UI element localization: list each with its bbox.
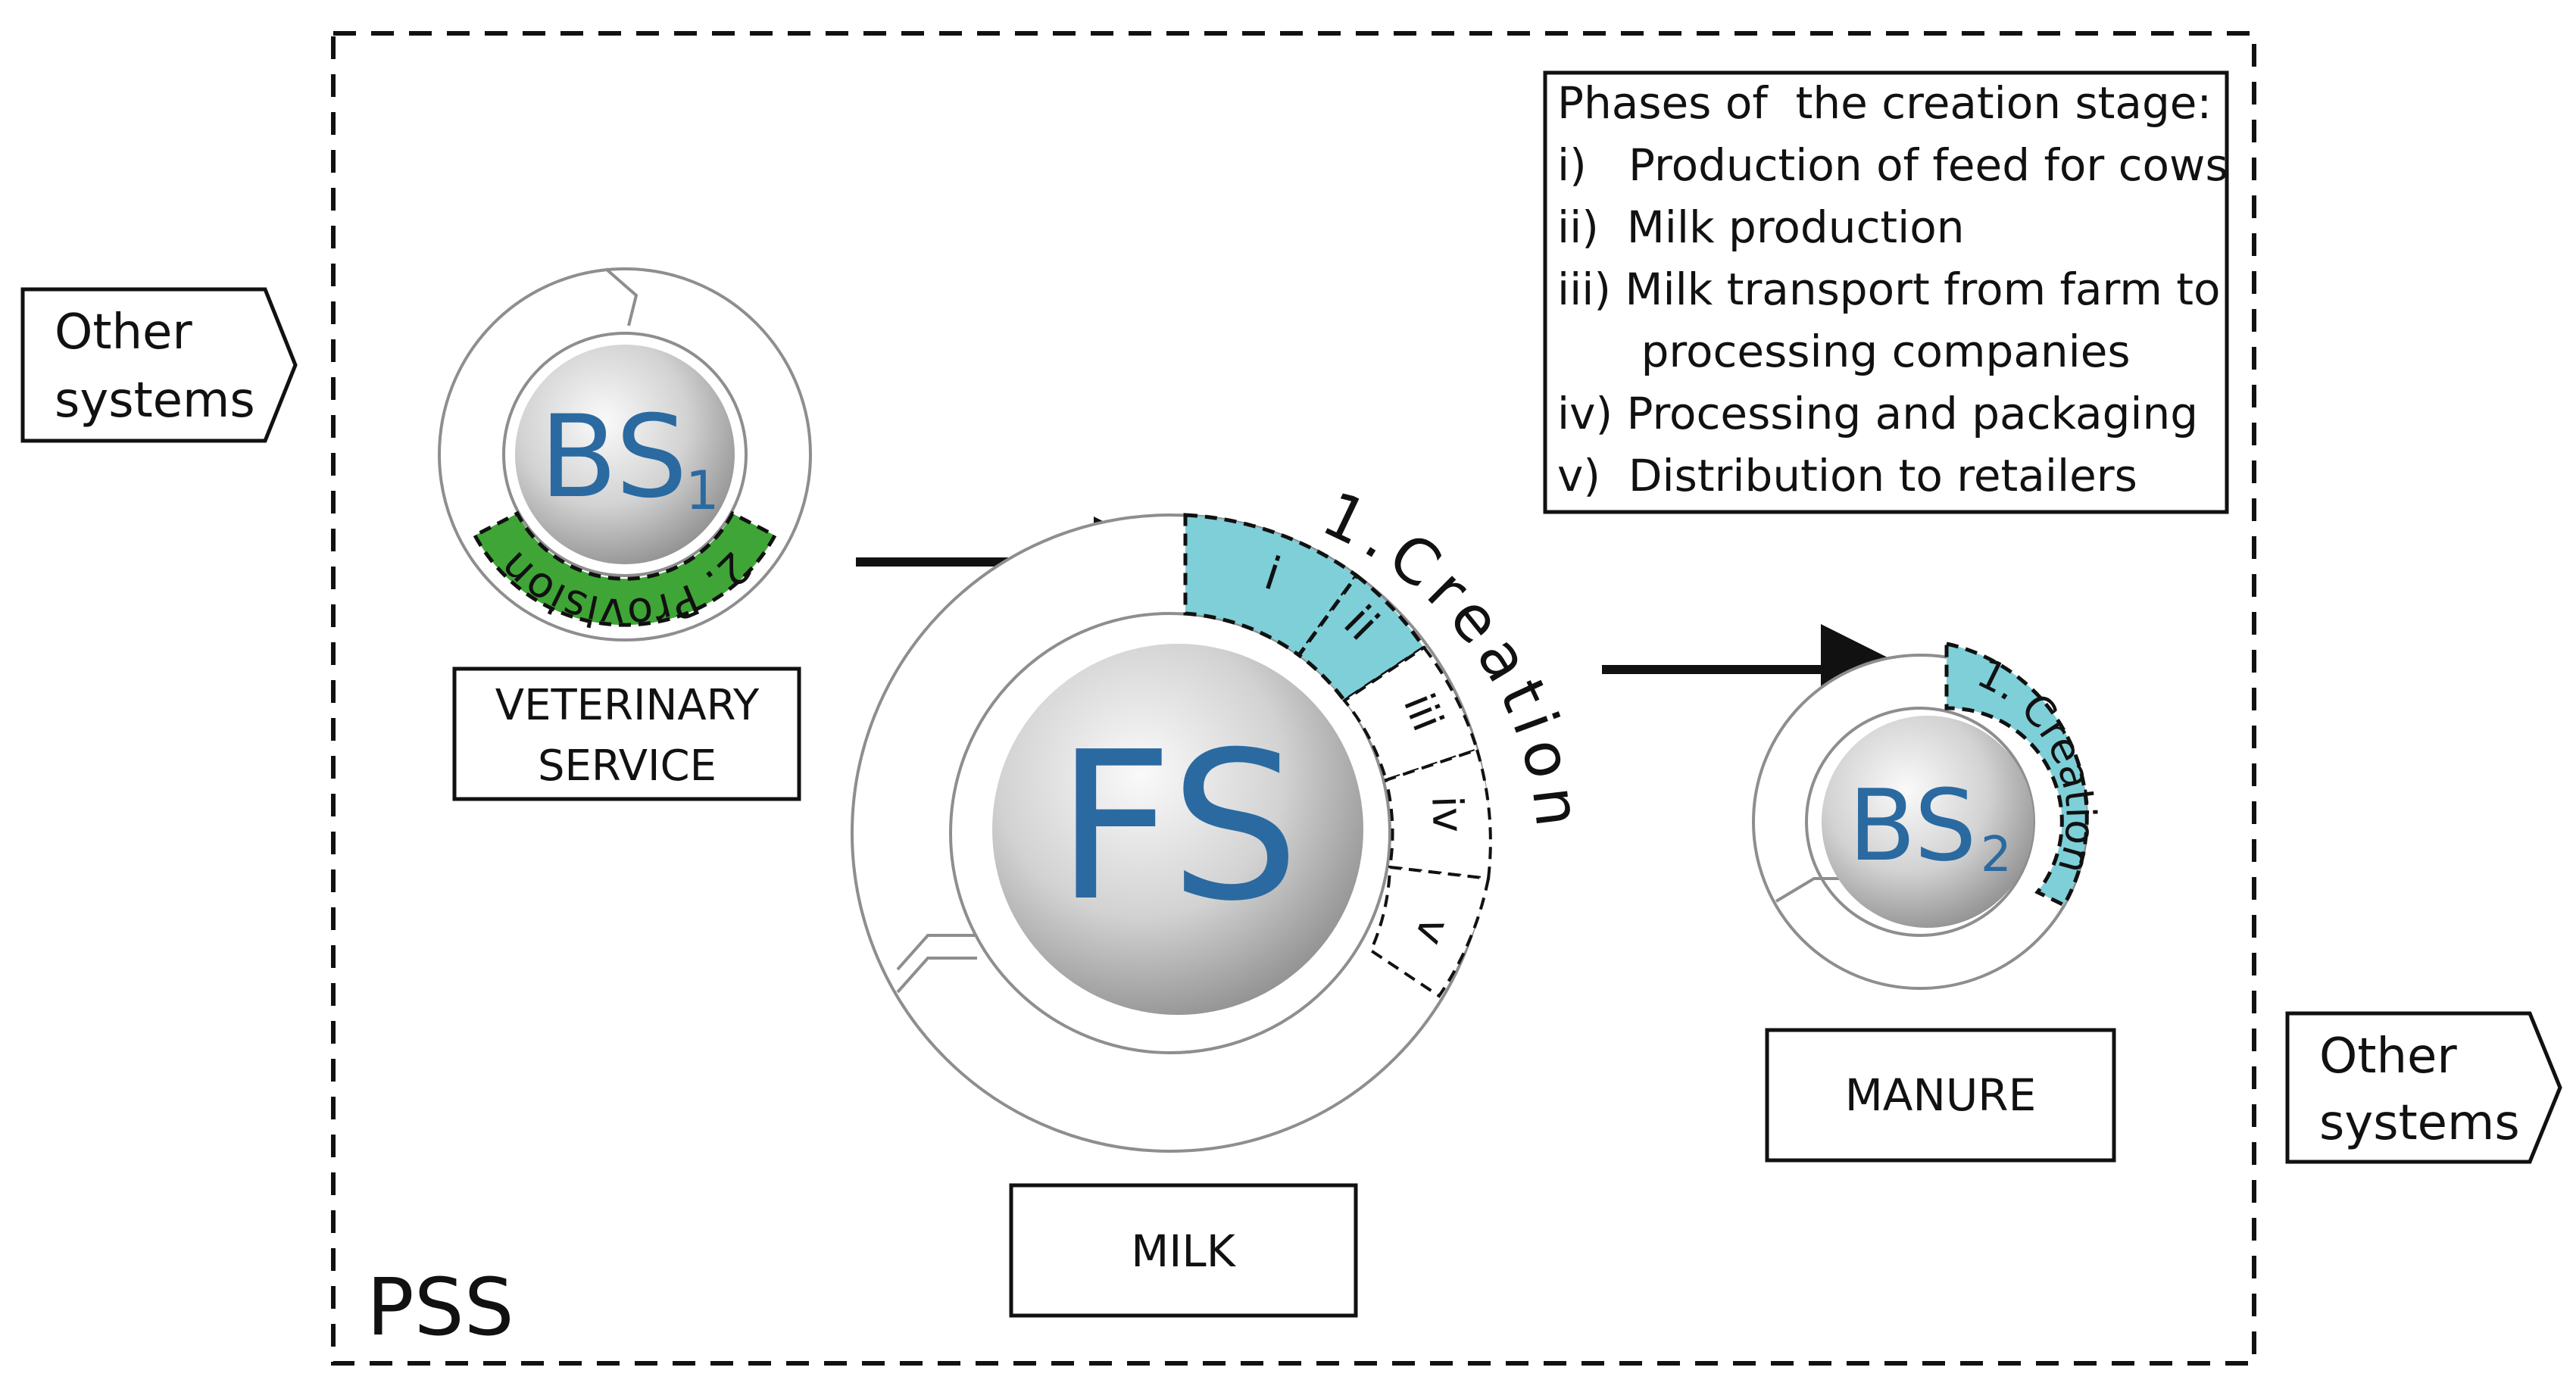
bs2-node: BS 2 1. Creation bbox=[1752, 641, 2105, 990]
svg-text:systems: systems bbox=[2319, 1095, 2520, 1151]
bs2-ball bbox=[1822, 716, 2034, 928]
other-systems-left: Other systems bbox=[20, 287, 298, 443]
bs2-subscript: 2 bbox=[1981, 827, 2012, 883]
phase-item-iii-cont: processing companies bbox=[1557, 326, 2131, 377]
bs1-node: BS 1 2. Provision bbox=[438, 267, 812, 641]
bs1-provision-segment bbox=[472, 510, 778, 627]
bs2-name: BS bbox=[1848, 768, 1976, 883]
svg-text:SERVICE: SERVICE bbox=[538, 741, 717, 791]
phases-title: Phases of the creation stage: bbox=[1557, 77, 2212, 129]
svg-text:MILK: MILK bbox=[1131, 1225, 1236, 1277]
phase-item-v: v) Distribution to retailers bbox=[1557, 450, 2137, 501]
fs-name: FS bbox=[1056, 707, 1300, 946]
bs1-subscript: 1 bbox=[685, 460, 720, 522]
phase-item-i: i) Production of feed for cows bbox=[1557, 139, 2228, 191]
fs-phase-v-segment bbox=[1369, 865, 1491, 998]
svg-text:systems: systems bbox=[55, 373, 255, 429]
fs-node: FS i ii iii iv v 1.Creation bbox=[851, 478, 1587, 1153]
phase-item-iii: iii) Milk transport from farm to bbox=[1557, 264, 2221, 315]
pss-label: PSS bbox=[367, 1261, 514, 1353]
bs2-creation-segment bbox=[1944, 641, 2089, 908]
phase-item-ii: ii) Milk production bbox=[1557, 201, 1964, 253]
svg-text:VETERINARY: VETERINARY bbox=[495, 681, 760, 730]
fs-ball bbox=[992, 644, 1363, 1015]
fs-output-box: MILK bbox=[1009, 1183, 1358, 1318]
bs2-output-box: MANURE bbox=[1765, 1028, 2116, 1163]
bs1-output-box: VETERINARY SERVICE bbox=[452, 666, 801, 801]
fs-phase-iv-label: iv bbox=[1422, 795, 1472, 834]
svg-text:Other: Other bbox=[55, 304, 192, 361]
svg-text:MANURE: MANURE bbox=[1845, 1069, 2037, 1121]
phase-item-iv: iv) Processing and packaging bbox=[1557, 388, 2198, 439]
pss-boundary bbox=[331, 31, 2256, 1366]
phases-legend: Phases of the creation stage: i) Product… bbox=[1543, 70, 2229, 514]
bs1-ball bbox=[515, 345, 735, 564]
fs-phase-iii-segment bbox=[1342, 645, 1479, 782]
other-systems-right: Other systems bbox=[2285, 1011, 2562, 1164]
svg-text:Other: Other bbox=[2319, 1029, 2457, 1085]
bs1-name: BS bbox=[539, 392, 687, 523]
